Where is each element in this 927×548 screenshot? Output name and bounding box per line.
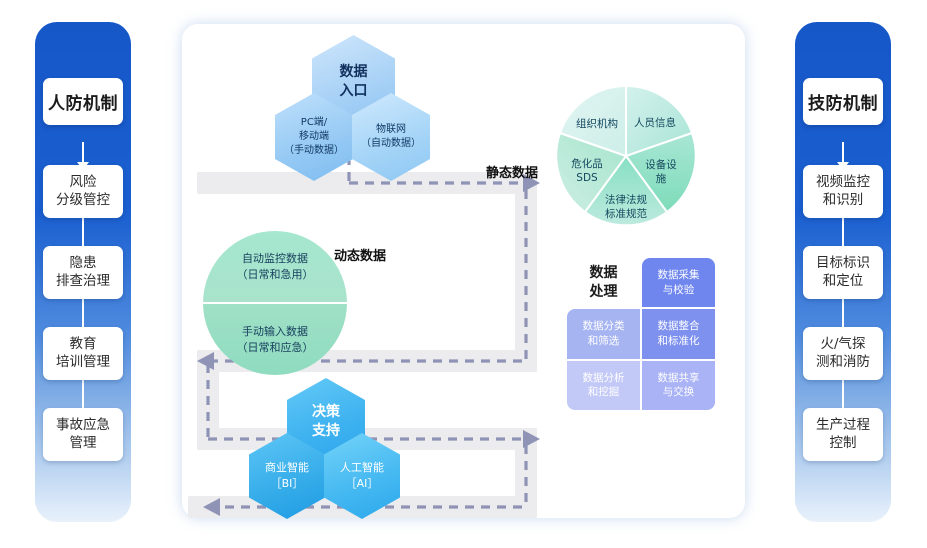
right-panel-title: 技防机制 [803,78,883,125]
left-panel-item-2[interactable]: 隐患 排查治理 [43,246,123,299]
right-panel-item-1[interactable]: 视频监控 和识别 [803,165,883,218]
right-panel: 技防机制 视频监控 和识别 目标标识 和定位 火/气探 测和消防 生产过程 控制 [795,22,891,522]
static-data-pie-chart: 人员信息 设备设施 法律法规 标准规范 危化品 SDS 组织机构 [553,83,699,229]
dp-cell-sharing-exchange[interactable]: 数据共享 与交换 [642,360,715,410]
pie-label-equipment: 设备设施 [645,158,677,185]
pie-svg [555,84,697,227]
left-panel-item-4[interactable]: 事故应急 管理 [43,408,123,461]
dp-cell-collection-verification[interactable]: 数据采集 与校验 [642,258,715,308]
static-data-label: 静态数据 [486,166,539,181]
right-panel-item-4[interactable]: 生产过程 控制 [803,408,883,461]
right-panel-item-2[interactable]: 目标标识 和定位 [803,246,883,299]
dp-cell-analysis-mining[interactable]: 数据分析 和挖掘 [567,360,640,410]
manual-input-data-half[interactable]: 手动输入数据 （日常和应急） [203,304,347,375]
dp-cell-classification-filtering[interactable]: 数据分类 和筛选 [567,309,640,359]
data-processing-title: 数据 处理 [589,264,618,300]
pie-label-regulations: 法律法规 标准规范 [605,193,647,220]
pie-label-hazardous-sds: 危化品 SDS [571,157,603,184]
pie-label-organization: 组织机构 [576,117,618,130]
dynamic-data-label: 动态数据 [334,249,387,264]
hex-business-intelligence[interactable]: 商业智能 ［BI］ [249,433,325,519]
auto-monitor-data-half[interactable]: 自动监控数据 （日常和急用） [203,231,347,302]
dp-cell-integration-standardization[interactable]: 数据整合 和标准化 [642,309,715,359]
pie-label-personnel: 人员信息 [634,116,676,129]
hex-artificial-intelligence[interactable]: 人工智能 ［AI］ [324,433,400,519]
dynamic-data-circle: 自动监控数据 （日常和急用） 手动输入数据 （日常和应急） [203,231,347,375]
right-panel-item-3[interactable]: 火/气探 测和消防 [803,327,883,380]
left-panel-item-3[interactable]: 教育 培训管理 [43,327,123,380]
data-processing-grid: 数据 处理 数据采集 与校验 数据分类 和筛选 数据整合 和标准化 数据分析 和… [567,258,715,410]
left-panel-title: 人防机制 [43,78,123,125]
left-panel-item-1[interactable]: 风险 分级管控 [43,165,123,218]
left-panel: 人防机制 风险 分级管控 隐患 排查治理 教育 培训管理 事故应急 管理 [35,22,131,522]
